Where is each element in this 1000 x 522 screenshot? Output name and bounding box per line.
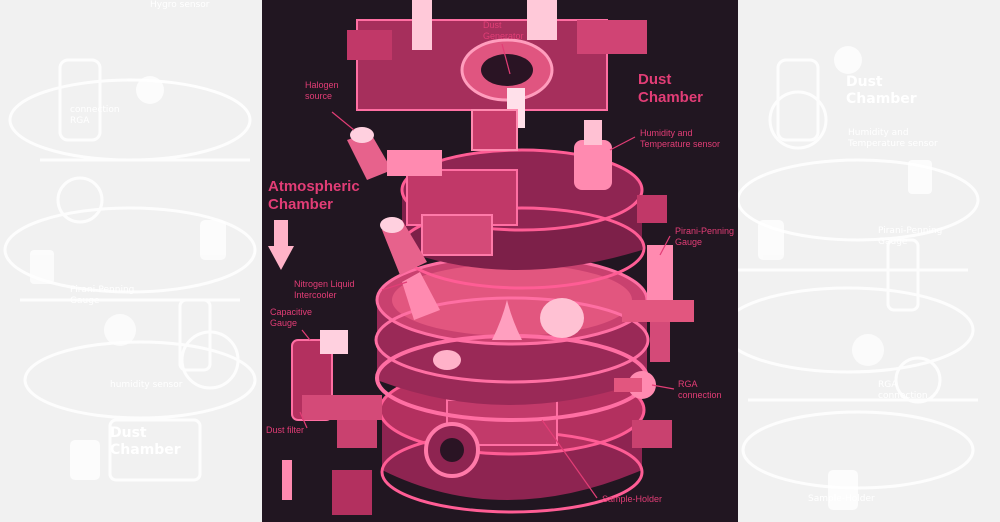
right-ghost-text-2: Humidity and Temperature sensor — [848, 128, 938, 149]
humidity-sensor — [574, 120, 612, 190]
rga-connection — [614, 371, 656, 399]
right-ghost-text-5: Sample-Holder — [808, 494, 875, 504]
left-ghost-text-5: Dust Chamber — [110, 425, 181, 458]
label-pirani-penning: Pirani-Penning Gauge — [675, 226, 735, 247]
right-ghost-text-3: Pirani-Penning Gauge — [878, 226, 943, 247]
pirani-penning-gauge — [622, 245, 694, 362]
dust-filter — [282, 395, 382, 515]
label-dust-generator: Dust Generator — [483, 20, 524, 41]
chamber-illustration — [268, 0, 694, 515]
label-humidity-sensor: Humidity and Temperature sensor — [640, 128, 721, 149]
label-nitrogen-intercooler: Nitrogen Liquid Intercooler — [294, 279, 355, 300]
left-ghost-text-2: connection RGA — [70, 105, 120, 126]
right-ghost-text-4: RGA connection — [878, 380, 928, 401]
dust-generator-assembly — [347, 0, 647, 151]
label-capacitive-gauge: Capacitive Gauge — [270, 307, 313, 328]
label-dust-chamber: Dust Chamber — [638, 71, 704, 106]
leader-lines — [299, 43, 675, 499]
down-arrow-icon — [268, 220, 294, 270]
left-faded-panel: Hygro sensor connection RGA Pirani-Penni… — [0, 0, 262, 522]
left-ghost-text-4: humidity sensor — [110, 380, 183, 390]
label-rga-connection: RGA connection — [678, 379, 722, 400]
right-faded-illustration — [738, 46, 980, 510]
left-ghost-text-3: Pirani-Penning Gauge — [70, 285, 135, 306]
left-faded-illustration — [3, 58, 257, 482]
label-sample-holder: Sample-Holder — [602, 494, 663, 504]
nitrogen-intercooler-arm — [380, 217, 440, 320]
halogen-source-arm — [347, 127, 442, 180]
right-ghost-text-1: Dust Chamber — [846, 74, 917, 107]
chamber-diagram: Dust Generator Halogen source Dust Chamb… — [262, 0, 738, 522]
label-atmospheric-chamber: Atmospheric Chamber — [268, 178, 360, 213]
label-dust-filter: Dust filter — [266, 425, 305, 435]
left-ghost-text-1: Hygro sensor — [150, 0, 210, 10]
right-faded-panel: Dust Chamber Humidity and Temperature se… — [738, 0, 1000, 522]
label-halogen-source: Halogen source — [305, 80, 339, 101]
